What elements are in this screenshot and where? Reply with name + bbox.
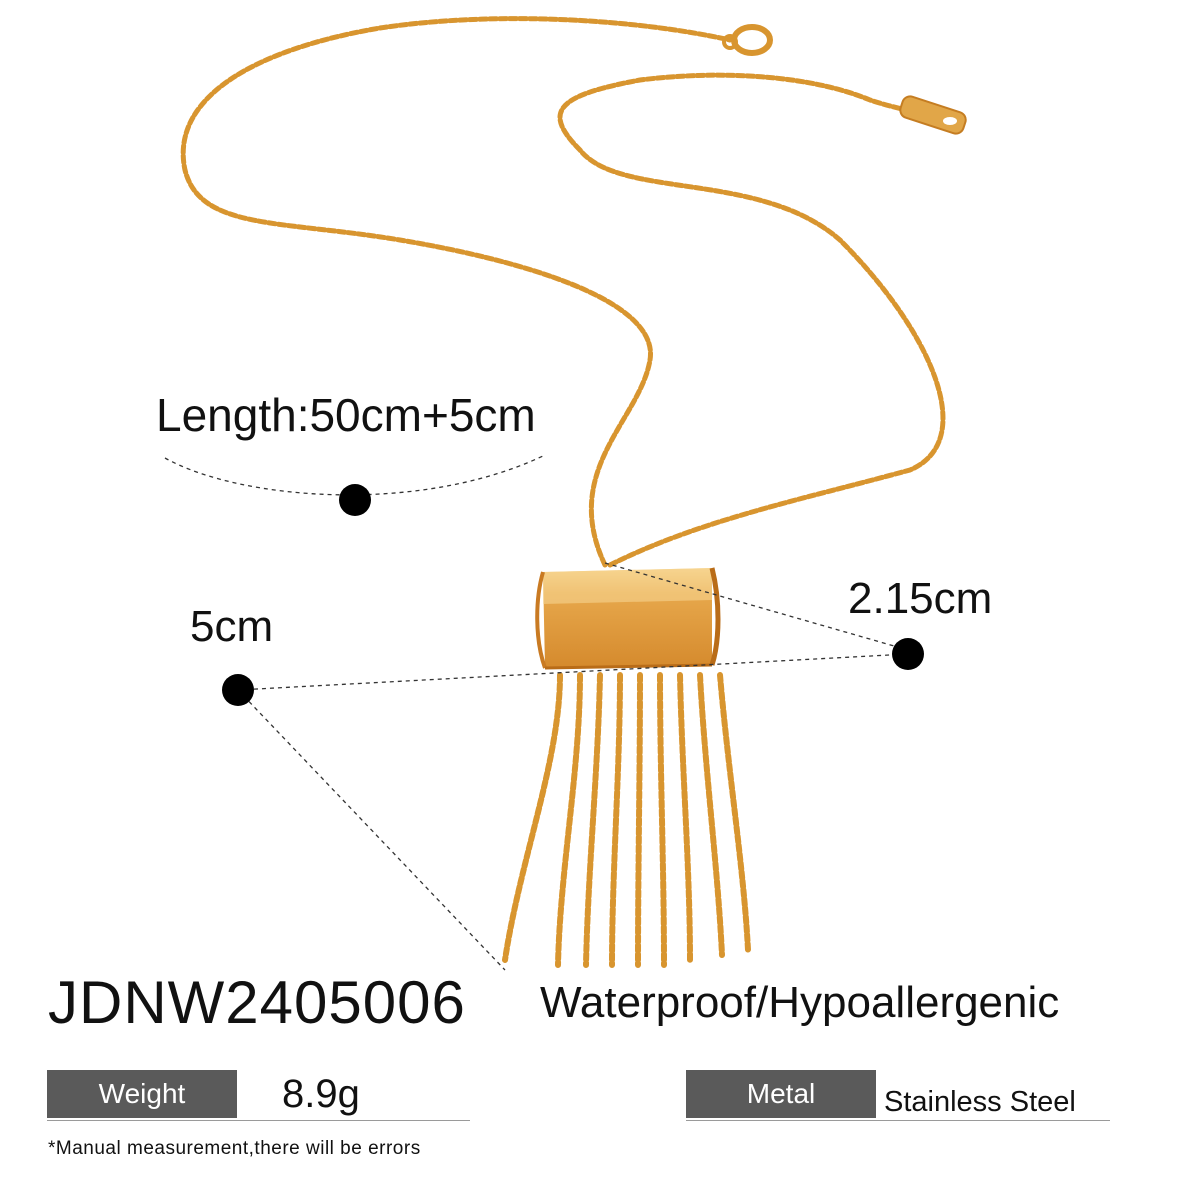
product-features: Waterproof/Hypoallergenic bbox=[540, 978, 1060, 1027]
measurement-footnote: *Manual measurement,there will be errors bbox=[48, 1138, 421, 1159]
width-label: 2.15cm bbox=[848, 574, 993, 623]
weight-value: 8.9g bbox=[282, 1072, 360, 1116]
necklace-chain bbox=[180, 16, 963, 568]
extension-tag bbox=[899, 95, 967, 135]
measurement-dot-icon bbox=[222, 674, 254, 706]
metal-divider bbox=[686, 1120, 1110, 1121]
product-sku: JDNW2405006 bbox=[48, 969, 466, 1036]
tassel-chains bbox=[502, 672, 751, 968]
metal-key-badge: Metal bbox=[686, 1070, 876, 1118]
measurement-dot-icon bbox=[339, 484, 371, 516]
measurement-guides bbox=[164, 454, 909, 971]
height-label: 5cm bbox=[190, 602, 274, 651]
pendant-plate bbox=[535, 567, 721, 670]
length-label: Length:50cm+5cm bbox=[156, 389, 536, 441]
metal-value: Stainless Steel bbox=[884, 1086, 1076, 1118]
weight-divider bbox=[47, 1120, 470, 1121]
measurement-dot-icon bbox=[892, 638, 924, 670]
necklace-clasp bbox=[722, 24, 773, 56]
weight-key-badge: Weight bbox=[47, 1070, 237, 1118]
